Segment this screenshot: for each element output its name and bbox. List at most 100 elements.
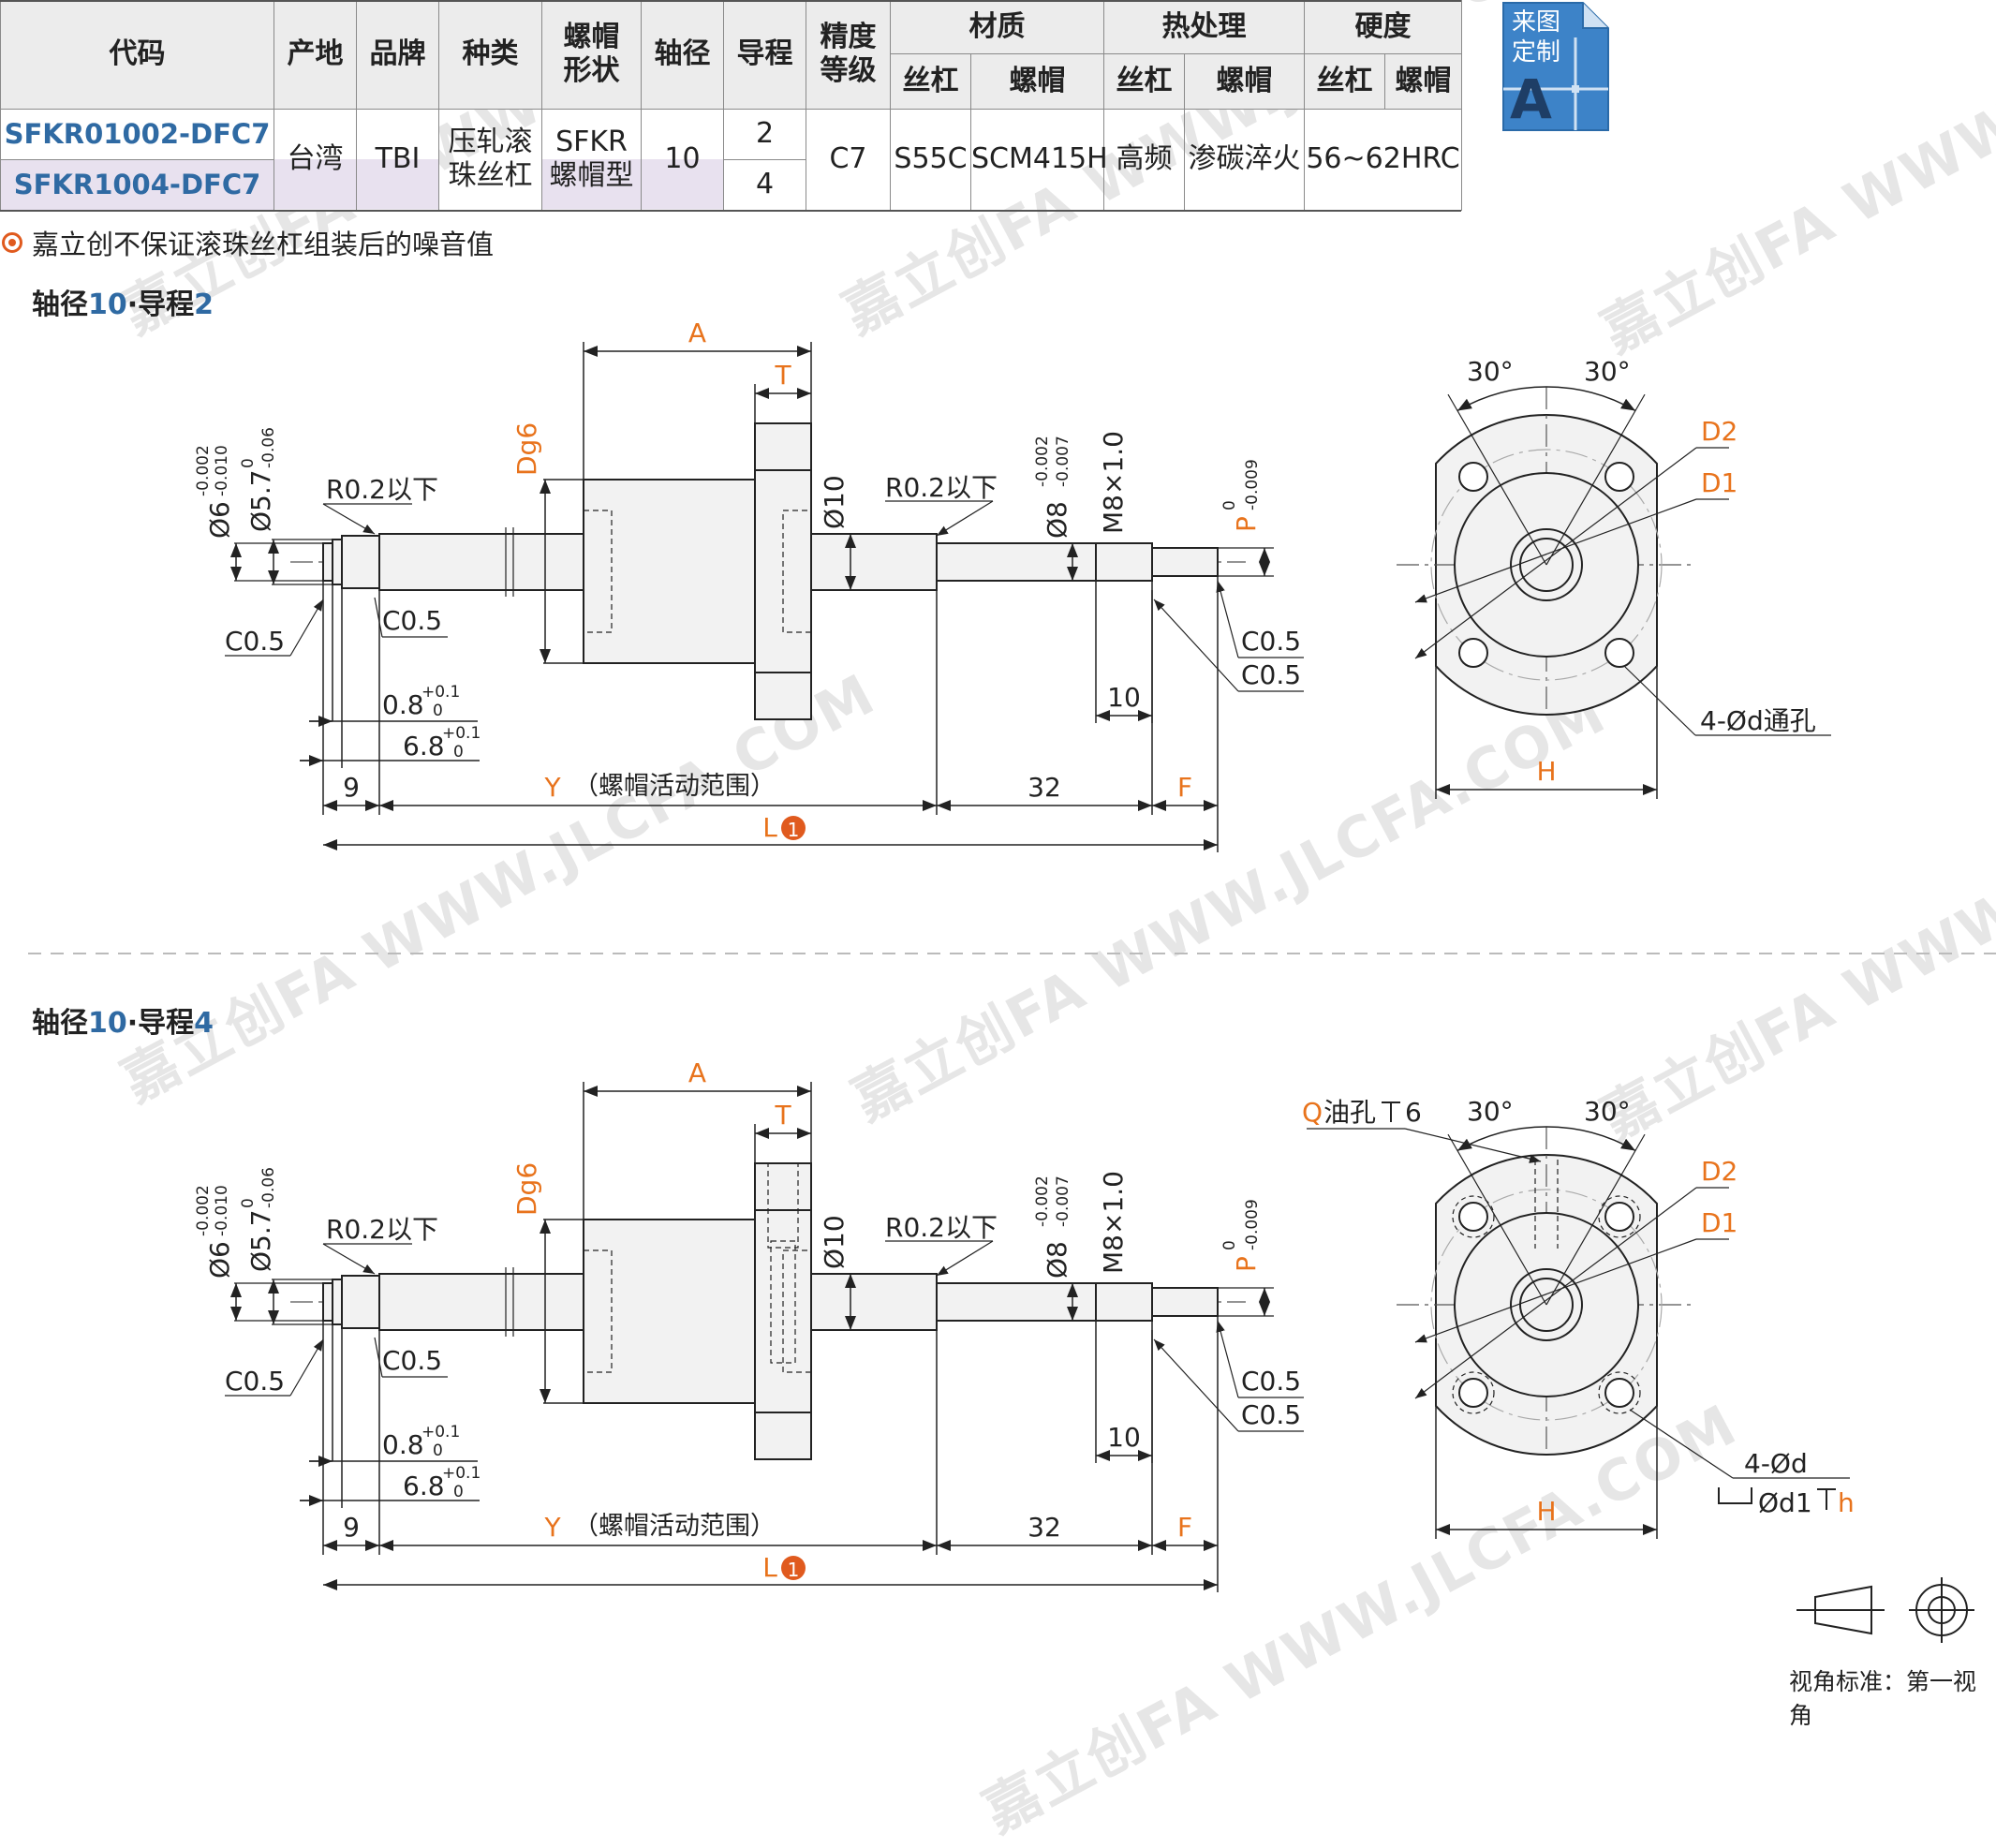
section-lead: 2 xyxy=(194,288,214,321)
dim-D1: D1 xyxy=(1701,1207,1737,1238)
leader-line xyxy=(374,597,383,638)
oil-hole-hidden xyxy=(767,1162,799,1249)
shaft-end xyxy=(322,542,333,582)
cell-accuracy: C7 xyxy=(806,108,891,211)
dim-R02: R0.2以下 xyxy=(326,1214,438,1245)
dim-phi6-tol: -0.002 xyxy=(194,445,213,496)
header-nut: 螺帽 xyxy=(1384,53,1462,110)
dim-phi57: Ø5.7 xyxy=(245,469,276,532)
dim-holes: 4-Ød通孔 xyxy=(1700,705,1816,736)
angle-line xyxy=(1447,1133,1547,1306)
dim-phi57-tol: -0.06 xyxy=(259,1167,278,1208)
screw-shaft xyxy=(378,533,584,591)
cell-nut-shape: SFKR 螺帽型 xyxy=(541,108,642,211)
note-text: 嘉立创不保证滚珠丝杠组装后的噪音值 xyxy=(32,229,495,260)
note-marker-icon xyxy=(781,1556,806,1580)
pitch-circle xyxy=(1430,1189,1663,1421)
leader-line xyxy=(1216,1320,1239,1398)
header-code: 代码 xyxy=(0,0,274,110)
dim-Dg6: Dg6 xyxy=(511,422,542,476)
leader-line xyxy=(1414,1238,1697,1343)
dim-counterbore: Ød1 xyxy=(1758,1487,1812,1518)
dim-10: 10 xyxy=(1107,1422,1141,1453)
counterbore xyxy=(1598,1195,1641,1238)
dim-phi6-tol: -0.010 xyxy=(213,1185,231,1236)
dim-holes: 4-Ød xyxy=(1744,1448,1808,1479)
leader-line xyxy=(322,1243,376,1275)
dim-phi6: Ø6 xyxy=(204,501,235,539)
header-nut: 螺帽 xyxy=(970,53,1104,110)
dim-oil: 油孔 xyxy=(1323,1097,1376,1128)
angle-arc xyxy=(1456,386,1636,412)
dim-phi6: Ø6 xyxy=(204,1241,235,1279)
dim-phi8-tol: -0.002 xyxy=(1033,1175,1052,1227)
dim-P: P xyxy=(1231,516,1262,532)
dim-tol: 0 xyxy=(433,1441,443,1460)
dim-C05: C0.5 xyxy=(382,1345,442,1376)
angle-arc xyxy=(1456,1126,1636,1152)
dim-C05: C0.5 xyxy=(1241,1366,1301,1397)
dim-phi57-tol: 0 xyxy=(239,1198,258,1208)
cell-shaft-dia: 10 xyxy=(641,108,724,211)
dim-tol: +0.1 xyxy=(442,1464,481,1483)
dim-M8: M8×1.0 xyxy=(1098,1171,1129,1274)
dim-30deg: 30° xyxy=(1467,1096,1514,1127)
section-prefix: 轴径 xyxy=(32,1007,88,1040)
dim-tol: +0.1 xyxy=(421,683,460,702)
dim-D1: D1 xyxy=(1701,467,1737,498)
counterbore xyxy=(1452,1195,1495,1238)
dim-R02: R0.2以下 xyxy=(885,472,998,503)
noise-note: 嘉立创不保证滚珠丝杠组装后的噪音值 xyxy=(2,223,494,262)
bullet-icon xyxy=(2,232,22,253)
dim-L: L xyxy=(762,1552,777,1583)
dim-32: 32 xyxy=(1028,1512,1061,1543)
header-brand: 品牌 xyxy=(356,0,439,110)
dim-32: 32 xyxy=(1028,772,1061,803)
shaft-end xyxy=(322,1282,333,1322)
bore-inner xyxy=(1519,1278,1574,1332)
nut-body xyxy=(583,479,756,664)
section-dia: 10 xyxy=(88,1007,127,1040)
dim-L: L xyxy=(762,812,777,843)
dim-C05: C0.5 xyxy=(225,626,285,657)
screw-shaft xyxy=(809,533,938,591)
section-sep: ·导程 xyxy=(126,1007,195,1040)
bore-inner xyxy=(1519,538,1574,592)
section-title-lead2: 轴径10·导程2 xyxy=(32,281,214,322)
dim-Y: Y xyxy=(543,1512,561,1543)
dim-D2: D2 xyxy=(1701,416,1737,447)
cell-lead: 4 xyxy=(723,158,806,212)
note-marker-icon xyxy=(781,816,806,840)
dim-Y-note: （螺帽活动范围） xyxy=(573,1512,776,1541)
dim-C05: C0.5 xyxy=(225,1366,285,1397)
cell-origin: 台湾 xyxy=(274,108,357,211)
counterbore-symbol-icon xyxy=(1718,1487,1752,1504)
hidden-line xyxy=(583,510,613,633)
leader-line xyxy=(289,1338,324,1397)
badge-line2: 定制 xyxy=(1512,38,1560,67)
dim-tol: 0 xyxy=(453,743,464,761)
dim-depth: h xyxy=(1838,1487,1855,1518)
angle-line xyxy=(1447,393,1547,566)
leader-line xyxy=(1404,1128,1542,1163)
mounting-hole xyxy=(1604,1202,1634,1232)
dim-phi8: Ø8 xyxy=(1042,501,1072,539)
dim-phi8-tol: -0.007 xyxy=(1054,1175,1072,1227)
header-type: 种类 xyxy=(438,0,542,110)
header-accuracy: 精度 等级 xyxy=(806,0,891,110)
depth-symbol-icon xyxy=(1382,1101,1400,1122)
dim-R02: R0.2以下 xyxy=(885,1212,998,1243)
leader-line xyxy=(1624,666,1696,736)
projection-symbol-icon xyxy=(1796,1577,1974,1643)
leader-line xyxy=(936,1240,994,1277)
table-top-rule xyxy=(0,0,1461,2)
dim-A: A xyxy=(688,318,706,348)
custom-drawing-badge: 来图 定制 A xyxy=(1502,2,1609,131)
hidden-line xyxy=(782,1249,812,1373)
dim-H: H xyxy=(1536,756,1556,787)
dim-P: P xyxy=(1231,1256,1262,1272)
dim-phi6-tol: -0.010 xyxy=(213,445,231,496)
